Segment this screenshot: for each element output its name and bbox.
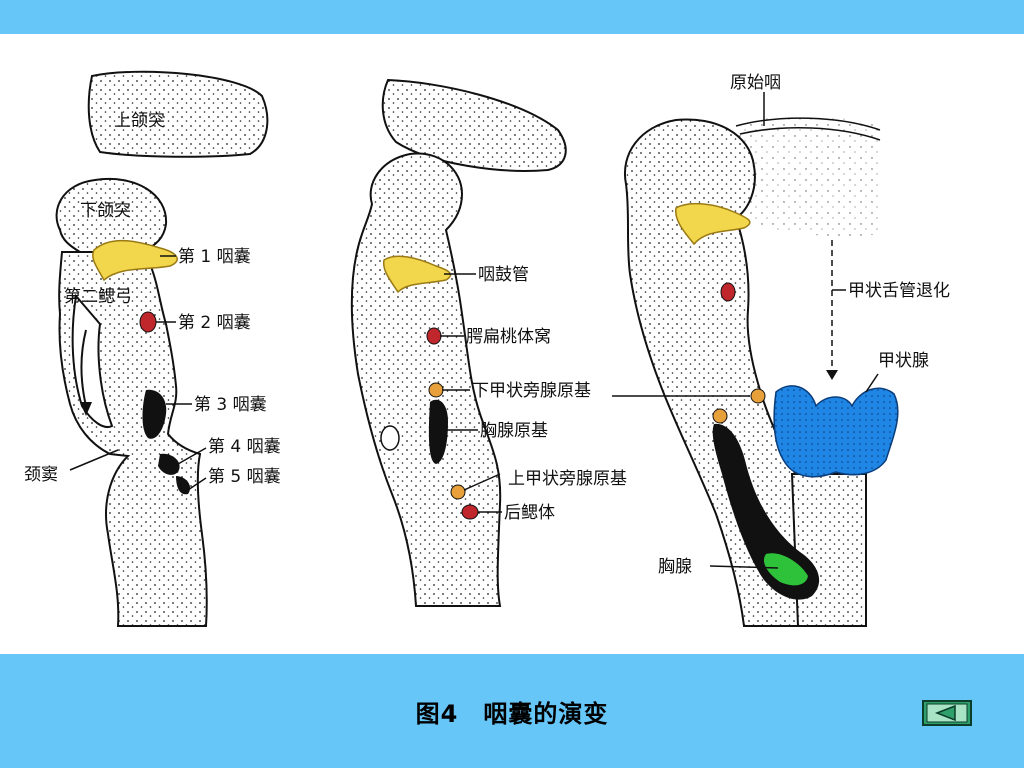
label-pouch-2: 第 2 咽囊 — [178, 313, 251, 333]
label-ultimobranchial-body: 后鳃体 — [504, 503, 555, 523]
label-tonsillar-fossa: 腭扁桃体窝 — [466, 327, 551, 347]
panel-2: 咽鼓管 腭扁桃体窝 下甲状旁腺原基 胸腺原基 上甲状旁腺原基 后鳃体 — [350, 78, 627, 607]
label-primitive-pharynx: 原始咽 — [730, 73, 781, 93]
pouch-3-black — [142, 389, 167, 439]
panel-3-yellow-tube — [675, 202, 751, 246]
back-button[interactable] — [922, 700, 972, 726]
panel-2-body-shape — [350, 152, 502, 607]
panel-2-opening — [380, 425, 400, 451]
label-pouch-4: 第 4 咽囊 — [208, 437, 281, 457]
leader-thymus — [709, 565, 779, 569]
back-arrow-icon — [926, 703, 968, 723]
primitive-pharynx-lines — [735, 117, 881, 141]
panel-3-red-fossa — [720, 282, 736, 302]
tonsillar-fossa-red — [426, 327, 442, 345]
arch-arrow-head — [80, 402, 92, 416]
label-mandibular-process: 下颌突 — [80, 201, 131, 221]
label-pharyngotympanic-tube: 咽鼓管 — [478, 265, 529, 285]
pouch-4-black — [158, 453, 180, 475]
thymus-green-core — [763, 553, 808, 586]
label-maxillary-process: 上颌突 — [114, 111, 165, 131]
label-cervical-sinus: 颈窦 — [24, 465, 58, 485]
trachea-tube-shape — [790, 473, 867, 627]
leader-superior-parathyroid — [463, 473, 501, 491]
panel-3-parathyroid-2 — [712, 408, 728, 424]
panel-1: 上颌突 下颌突 第 1 咽囊 第二鳃弓 第 2 咽囊 第 3 咽囊 第 4 咽囊… — [24, 70, 281, 627]
thymus-primordium-black — [428, 399, 448, 464]
pouch-1-yellow — [92, 239, 178, 282]
ultimobranchial-body-red — [461, 504, 479, 520]
label-pouch-5: 第 5 咽囊 — [208, 467, 281, 487]
leader-pouch-4 — [177, 447, 207, 465]
arch-arrow — [80, 329, 87, 407]
label-thyroglossal-duct: 甲状舌管退化 — [848, 281, 950, 301]
thyroglossal-duct-arrow — [826, 370, 838, 380]
mandibular-process-shape — [55, 177, 168, 253]
label-thymus: 胸腺 — [658, 557, 692, 577]
leader-cervical-sinus — [69, 449, 119, 471]
label-pouch-1: 第 1 咽囊 — [178, 247, 251, 267]
figure-caption: 图4 咽囊的演变 — [415, 700, 609, 728]
leader-thyroid — [865, 373, 879, 393]
pharyngeal-pouch-figure: 上颌突 下颌突 第 1 咽囊 第二鳃弓 第 2 咽囊 第 3 咽囊 第 4 咽囊… — [0, 34, 1024, 654]
panel-3-parathyroid — [750, 388, 766, 404]
panel-2-upper-shape — [381, 78, 567, 172]
second-arch-overhang — [71, 293, 114, 428]
primitive-pharynx-shape — [736, 115, 880, 237]
top-bar — [0, 0, 1024, 34]
label-inferior-parathyroid: 下甲状旁腺原基 — [472, 381, 591, 401]
maxillary-process-shape — [87, 70, 269, 158]
label-thyroid: 甲状腺 — [878, 351, 929, 371]
panel-3: 原始咽 甲状舌管退化 甲状腺 胸腺 — [612, 73, 950, 627]
label-thymus-primordium: 胸腺原基 — [480, 421, 548, 441]
label-pouch-3: 第 3 咽囊 — [194, 395, 267, 415]
pouch-2-red — [139, 311, 157, 333]
thymus-black-shape — [712, 423, 820, 600]
leader-pouch-5 — [187, 477, 207, 491]
inferior-parathyroid-orange — [428, 382, 444, 398]
label-second-arch: 第二鳃弓 — [64, 287, 132, 307]
pouch-5-black — [176, 476, 191, 495]
superior-parathyroid-orange — [450, 484, 466, 500]
thyroid-gland-blue — [773, 385, 899, 478]
pharyngotympanic-tube-yellow — [382, 255, 452, 294]
label-superior-parathyroid: 上甲状旁腺原基 — [508, 469, 627, 489]
